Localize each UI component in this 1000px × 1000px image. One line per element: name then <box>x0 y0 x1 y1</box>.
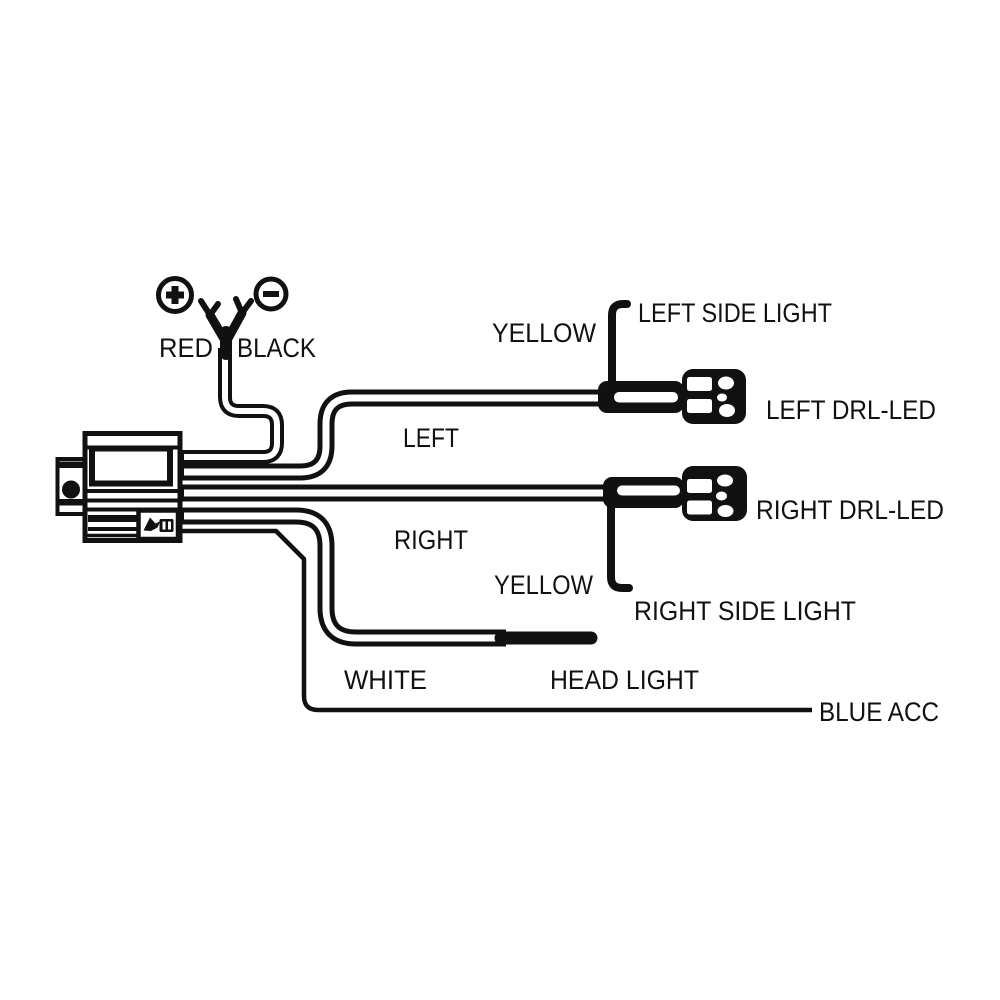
label-yellow-left: YELLOW <box>492 318 596 348</box>
left-drl-wire-core <box>184 394 600 476</box>
left-connector-pin-2 <box>687 399 712 413</box>
brand-logo-icon <box>143 517 174 532</box>
control-box-window <box>89 445 173 487</box>
power-wire <box>179 348 284 464</box>
right-connector-cavity-1 <box>717 474 733 487</box>
right-drl-connector <box>603 466 747 521</box>
right-connector-pin-1 <box>687 479 712 493</box>
logo-block-slot-2 <box>168 521 171 530</box>
minus-terminal-icon <box>253 276 289 312</box>
logo-block <box>159 519 174 532</box>
plus-glyph <box>166 286 184 304</box>
label-head-light: HEAD LIGHT <box>550 665 699 695</box>
label-black: BLACK <box>237 333 316 363</box>
left-connector-cavity-1 <box>718 376 734 390</box>
plus-circle <box>156 276 194 314</box>
label-right-drl-led: RIGHT DRL-LED <box>756 495 944 525</box>
label-blue-acc: BLUE ACC <box>819 697 939 727</box>
left-connector-cavity-3 <box>719 404 735 417</box>
headlight-wire <box>179 507 598 647</box>
wire-harness <box>179 300 812 713</box>
power-wire-core <box>184 354 280 460</box>
right-connector-cavity-3 <box>717 505 734 517</box>
right-connector-pin-2 <box>687 500 712 515</box>
logo-swoosh <box>143 517 161 531</box>
label-left-side-light: LEFT SIDE LIGHT <box>638 298 832 328</box>
left-drl-connector <box>598 369 746 424</box>
label-right-side-light: RIGHT SIDE LIGHT <box>634 596 856 626</box>
minus-circle <box>253 276 289 312</box>
right-connector-cavity-2 <box>716 491 727 501</box>
label-left-drl-led: LEFT DRL-LED <box>766 395 936 425</box>
battery-terminals <box>156 276 289 360</box>
fork-claw-left <box>198 298 221 321</box>
side-mount-rib-bottom <box>56 499 86 506</box>
label-white: WHITE <box>344 665 427 695</box>
control-box <box>55 431 183 543</box>
left-drl-wire <box>179 389 604 481</box>
label-right: RIGHT <box>394 525 468 555</box>
label-yellow-right: YELLOW <box>494 570 593 600</box>
headlight-wire-core <box>184 512 499 642</box>
yellow-right-sidelight-wire <box>607 494 633 592</box>
label-left: LEFT <box>403 423 459 453</box>
yellow-left-sidelight-wire <box>608 300 631 396</box>
side-mount-hole <box>62 480 80 499</box>
fork-prong-right <box>220 308 247 349</box>
logo-block-slot-1 <box>162 521 166 530</box>
right-connector-sleeve-slot <box>617 485 680 496</box>
side-mount-rib-top <box>56 461 86 468</box>
left-connector-cavity-2 <box>717 393 727 402</box>
left-connector-sleeve-slot <box>614 392 678 403</box>
power-wire-fork <box>198 296 254 360</box>
blue-acc-wire <box>179 528 812 713</box>
left-connector-pin-1 <box>687 377 712 391</box>
plus-terminal-icon <box>156 276 194 314</box>
fork-claw-right <box>233 296 254 319</box>
label-red: RED <box>159 333 213 363</box>
labels: RED BLACK YELLOW LEFT SIDE LIGHT LEFT DR… <box>159 298 944 727</box>
